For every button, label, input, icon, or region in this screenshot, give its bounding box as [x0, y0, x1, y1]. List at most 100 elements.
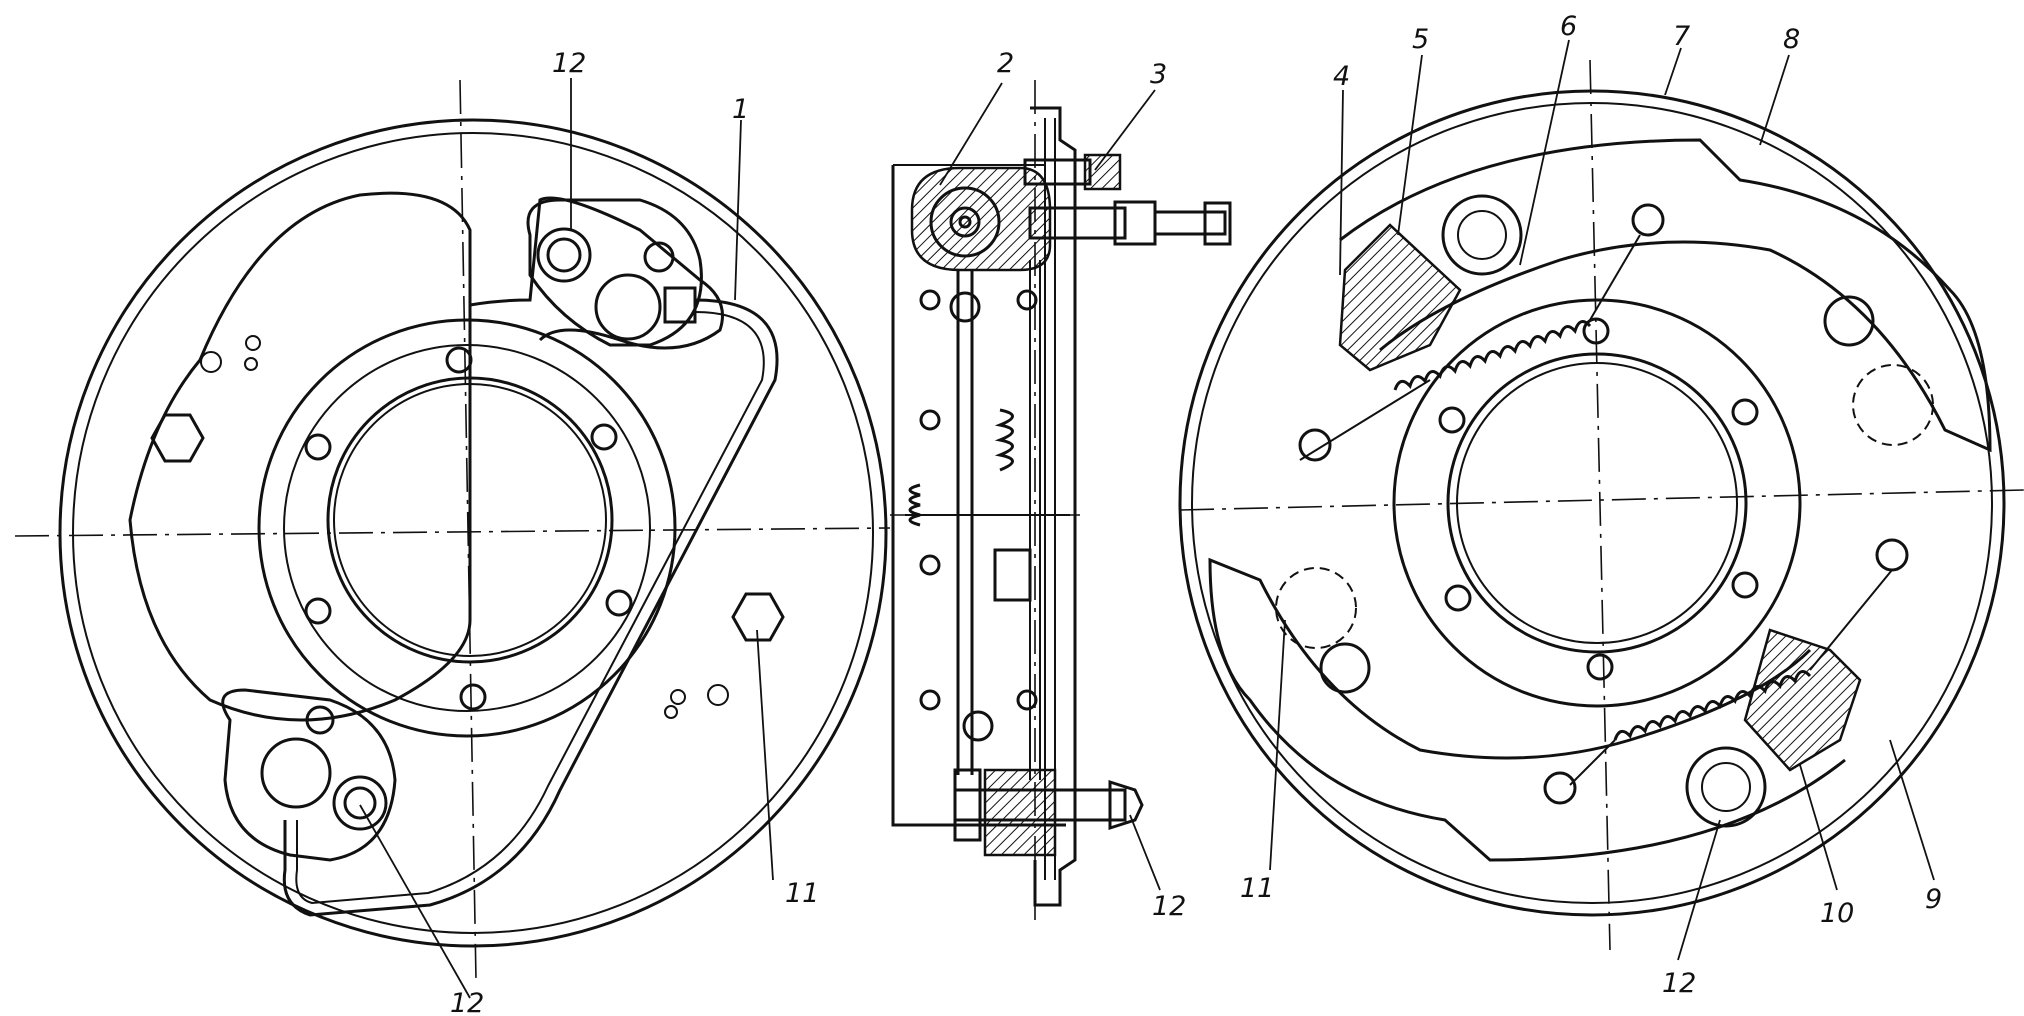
mount-hole	[459, 683, 487, 711]
callout-6: 6	[1560, 11, 1577, 42]
guide-block	[993, 548, 1032, 602]
callout-labels: 1 2 3 4 5 6 7 8 9 10 11 11 12 12 12 12	[450, 11, 1942, 1016]
middle-view-side-section	[890, 80, 1232, 920]
return-spring-section	[994, 408, 1014, 472]
callout-5: 5	[1412, 24, 1429, 55]
hole-middle	[1016, 289, 1038, 311]
callout-8: 8	[1783, 24, 1800, 55]
mount-hole	[445, 346, 473, 374]
callout-4: 4	[1333, 61, 1350, 92]
hub-flange-inner	[283, 344, 651, 712]
callout-3: 3	[1150, 59, 1167, 90]
mount-hole	[590, 423, 618, 451]
center-bore-inner	[333, 383, 607, 657]
anchor-ring-bottom	[962, 710, 994, 742]
brake-pipe-inner	[295, 311, 765, 905]
mount-hole	[605, 589, 633, 617]
leader-lines	[359, 39, 1935, 999]
hose-fitting	[1028, 206, 1127, 240]
brake-line-union-bottom	[260, 737, 332, 809]
hole-middle	[919, 689, 941, 711]
backing-plate-outer-rim	[58, 118, 888, 948]
rivet	[670, 689, 686, 705]
callout-12-top: 12	[552, 48, 586, 79]
mount-hole-right	[1444, 584, 1472, 612]
hub-flange	[257, 318, 677, 738]
spring-hook-lower	[1569, 739, 1616, 786]
mount-hole	[304, 433, 332, 461]
wheel-cylinder-lower-body	[1743, 628, 1862, 772]
adjuster-left	[1275, 567, 1357, 649]
callout-7: 7	[1673, 21, 1690, 52]
axis-vertical	[459, 79, 477, 981]
eccentric-cam-upper-inner	[1457, 210, 1507, 260]
callout-12-side: 12	[1152, 891, 1186, 922]
wheel-cylinder-upper-body	[1338, 223, 1462, 372]
axis-horizontal	[14, 527, 891, 537]
mount-hole	[304, 597, 332, 625]
wheel-cylinder-top-inner	[546, 237, 582, 273]
wheel-cylinder-boss-top	[526, 198, 703, 347]
shoe-pin-lower	[1875, 538, 1909, 572]
callout-1: 1	[732, 94, 749, 125]
cylinder-pin-top	[958, 215, 972, 229]
eccentric-cam-upper	[1441, 194, 1523, 276]
shoe-upper	[1339, 138, 1992, 453]
callout-2: 2	[997, 48, 1014, 79]
mount-hole-right	[1731, 398, 1759, 426]
hole-middle	[919, 289, 941, 311]
spring-anchor-lower	[1543, 771, 1577, 805]
hose-fitting-end	[1153, 210, 1227, 236]
bleeder-cap	[1083, 153, 1122, 191]
drum-outer	[1178, 89, 2006, 917]
callout-10: 10	[1820, 898, 1854, 929]
eccentric-cam-lower-inner	[1701, 762, 1751, 812]
wheel-cylinder-top	[536, 227, 592, 283]
rivet	[244, 357, 258, 371]
mount-hole-right	[1438, 406, 1466, 434]
wheel-cylinder-bottom	[332, 775, 388, 831]
cylinder-piston-top	[949, 206, 981, 238]
shoe-pin-upper	[1298, 428, 1332, 462]
adjuster-right	[1852, 364, 1934, 446]
rivet	[664, 705, 678, 719]
adjuster-right-nut	[1823, 295, 1875, 347]
brake-line-nut-top	[663, 286, 697, 324]
left-view-backing-plate	[14, 79, 891, 981]
brake-pipe	[282, 298, 779, 917]
right-view-brake-shoes	[1178, 59, 2024, 951]
rivet	[200, 351, 222, 373]
hole-middle	[1016, 689, 1038, 711]
cylinder-section-bottom	[983, 768, 1057, 857]
rivet	[245, 335, 261, 351]
bolt-head	[953, 768, 982, 842]
bleeder-bottom	[305, 705, 335, 735]
brake-line-union-top	[594, 273, 662, 341]
hold-down-spring	[908, 483, 921, 527]
callout-11-right: 11	[1240, 873, 1274, 904]
hole-middle	[919, 554, 941, 576]
backing-plate-inner-rim	[72, 132, 874, 934]
plate-profile-outer	[1030, 106, 1077, 907]
mount-hole-right	[1731, 571, 1759, 599]
axis-right-vertical	[1589, 59, 1611, 951]
wheel-cylinder-boss-bottom	[221, 688, 397, 862]
spring-hook-upper	[1589, 234, 1641, 321]
anchor-ring-top	[949, 291, 981, 323]
mount-hole-right	[1586, 653, 1614, 681]
adjuster-nut-left	[150, 413, 205, 463]
callout-11-left: 11	[785, 878, 819, 909]
adjuster-left-nut	[1319, 642, 1371, 694]
return-spring-upper	[1393, 320, 1592, 391]
adjuster-nut-right	[731, 592, 785, 642]
spring-link-lower	[1809, 569, 1893, 671]
callout-12-bottom-left: 12	[450, 988, 484, 1016]
callout-9: 9	[1925, 884, 1942, 915]
wheel-cylinder-bottom-inner	[343, 786, 377, 820]
backing-plate-raised-web	[128, 191, 472, 722]
axis-right-horizontal	[1179, 489, 2024, 511]
hose-fitting-hex	[1203, 201, 1232, 246]
spring-link-upper	[1299, 379, 1431, 461]
rivet	[707, 684, 729, 706]
